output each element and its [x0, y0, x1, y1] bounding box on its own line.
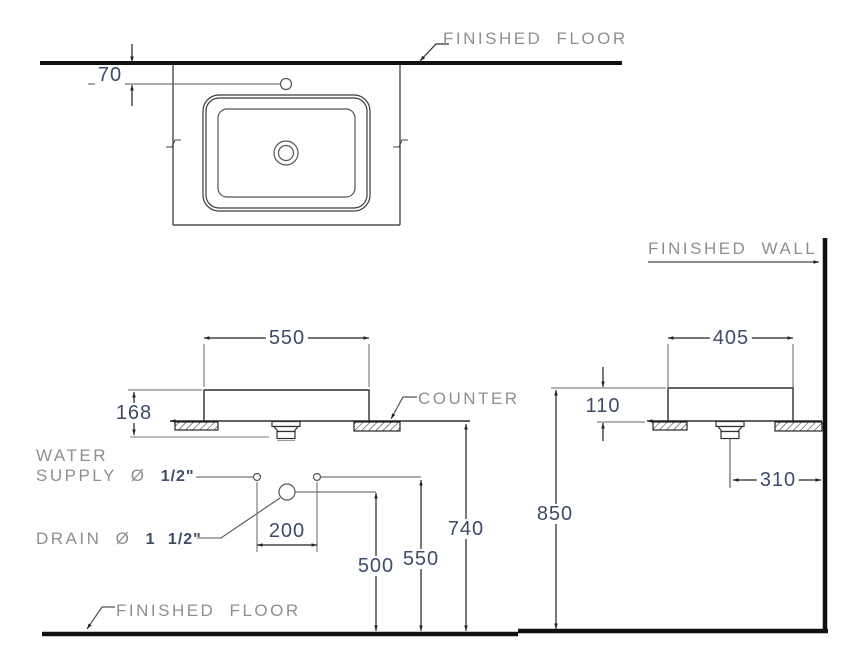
dim-550-supply-height: 550	[399, 549, 443, 569]
plan-view-linework	[40, 43, 622, 226]
dim-70-offset: 70	[94, 65, 126, 85]
dim-110-rim-height: 110	[582, 396, 624, 416]
dim-740-counter-height: 740	[444, 519, 488, 539]
water-supply-label-prefix: SUPPLY Ø	[36, 466, 147, 485]
finished-wall-label: FINISHED WALL	[648, 239, 818, 258]
dim-850-total-height: 850	[533, 504, 577, 524]
water-supply-label-line2: SUPPLY Ø 1/2"	[36, 466, 195, 486]
front-view-linework	[42, 336, 518, 637]
dim-405-depth: 405	[709, 328, 753, 348]
drain-label: DRAIN Ø 1 1/2"	[36, 529, 202, 549]
water-supply-size: 1/2"	[160, 468, 195, 485]
finished-floor-label-top: FINISHED FLOOR	[443, 29, 628, 48]
counter-label: COUNTER	[418, 389, 520, 408]
side-view-linework	[518, 238, 828, 634]
drain-label-prefix: DRAIN Ø	[36, 529, 132, 548]
dim-168-rim-height: 168	[112, 403, 156, 423]
finished-floor-label-bottom: FINISHED FLOOR	[116, 601, 301, 620]
dim-550-width: 550	[265, 328, 309, 348]
dim-500-drain-height: 500	[354, 556, 398, 576]
dim-200-supply-spacing: 200	[265, 521, 309, 541]
dim-310-drain-offset: 310	[756, 470, 800, 490]
drain-size: 1 1/2"	[145, 531, 202, 548]
water-supply-label-line1: WATER	[36, 446, 108, 465]
